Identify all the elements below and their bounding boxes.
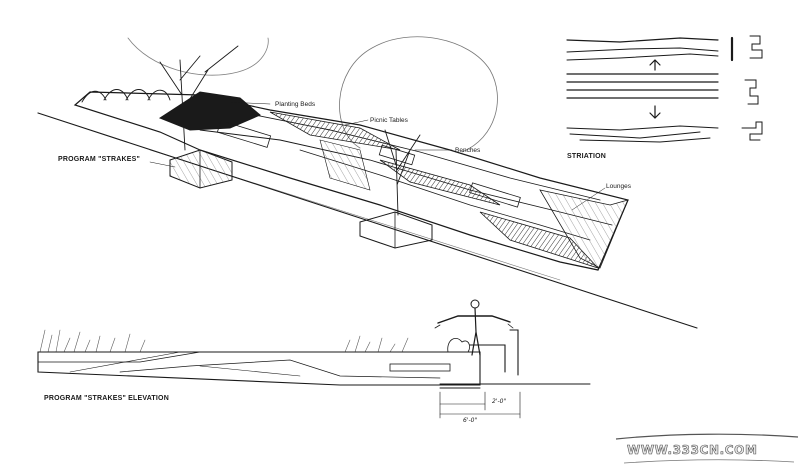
striation-diagram [566,35,763,143]
dimension-short: 2'-0" [492,398,507,405]
elevation-view [37,299,591,419]
benches-label: Benches [455,147,481,154]
lounges-label: Lounges [606,183,631,190]
dimension-long: 6'-0" [463,417,478,424]
watermark-text: WWW.333CN.COM [627,443,758,458]
striation-label: STRIATION [567,153,607,160]
picnic-tables-label: Picnic Tables [370,117,408,124]
elevation-title: PROGRAM "STRAKES" ELEVATION [44,395,169,402]
planting-beds-label: Planting Beds [275,101,316,108]
program-strakes-label: PROGRAM "STRAKES" [58,156,140,163]
watermark-swoosh [615,433,799,464]
axonometric-view [37,36,698,329]
